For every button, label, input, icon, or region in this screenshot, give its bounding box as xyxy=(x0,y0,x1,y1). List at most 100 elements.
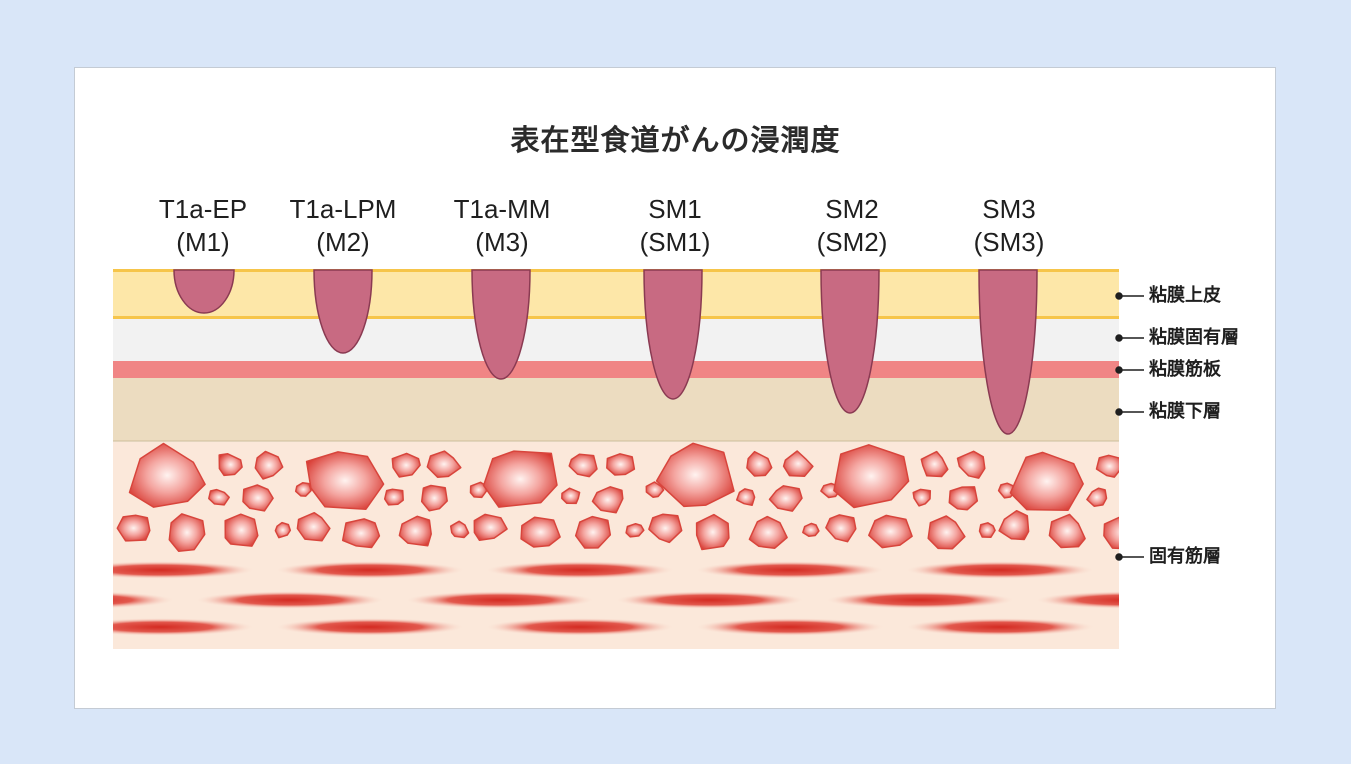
muscle-cell xyxy=(296,511,331,542)
muscle-cell xyxy=(735,488,756,507)
muscle-fiber xyxy=(825,591,1015,609)
muscle-fiber xyxy=(695,561,885,579)
muscle-cell xyxy=(426,450,462,478)
muscle-cell xyxy=(1095,454,1119,478)
muscle-cell xyxy=(208,488,230,506)
muscle-fiber xyxy=(1115,567,1119,573)
muscle-cell xyxy=(920,450,949,478)
muscle-fiber xyxy=(485,561,675,579)
muscle-cell xyxy=(782,450,814,477)
label-muscularis-mucosae: 粘膜筋板 xyxy=(1149,359,1221,380)
muscle-cell xyxy=(655,442,735,508)
muscle-cell xyxy=(305,451,385,510)
muscle-cell xyxy=(1273,455,1301,477)
muscle-cell xyxy=(1331,522,1348,537)
muscle-cell xyxy=(1009,451,1084,512)
muscle-cell xyxy=(1309,454,1340,478)
muscle-cell xyxy=(274,521,292,539)
muscle-cell xyxy=(128,442,206,508)
tumor-group xyxy=(173,269,1038,435)
muscle-cell xyxy=(1135,454,1163,477)
stage-alt: (M2) xyxy=(316,227,370,257)
stage-label-sm3: SM3 (SM3) xyxy=(929,193,1089,259)
epithelium-layer xyxy=(113,270,1119,318)
stage-label-t1a-mm: T1a-MM (M3) xyxy=(422,193,582,259)
stage-alt: (M3) xyxy=(475,227,529,257)
muscle-cell xyxy=(1153,522,1170,538)
muscle-cell xyxy=(833,444,910,509)
muscle-cell xyxy=(978,522,996,539)
muscle-cell xyxy=(1280,518,1315,547)
muscle-cell xyxy=(768,485,803,512)
lamina-propria-layer xyxy=(113,319,1119,361)
muscle-fiber xyxy=(905,561,1095,579)
stage-code: SM2 xyxy=(825,194,879,224)
muscle-cell xyxy=(1048,513,1086,549)
muscularis-mucosae-layer xyxy=(113,361,1119,378)
muscle-cell xyxy=(695,513,730,551)
stage-alt: (SM2) xyxy=(816,227,888,257)
muscle-fiber xyxy=(275,561,465,579)
epithelium-top-border xyxy=(113,269,1119,272)
muscle-fiber xyxy=(113,591,175,609)
muscle-cell xyxy=(802,522,820,538)
muscle-cell xyxy=(645,481,665,498)
muscle-cell xyxy=(383,488,404,506)
muscle-fiber xyxy=(615,591,805,609)
muscle-fiber xyxy=(1035,591,1119,609)
muscle-fiber xyxy=(113,618,255,636)
label-submucosa: 粘膜下層 xyxy=(1149,401,1221,422)
stage-code: SM3 xyxy=(982,194,1036,224)
muscle-cell xyxy=(391,452,421,478)
stage-code: T1a-LPM xyxy=(289,194,397,224)
muscle-cell xyxy=(218,453,243,477)
submucosa-layer xyxy=(113,378,1119,441)
muscle-fiber xyxy=(275,618,465,636)
muscle-cell xyxy=(242,484,274,512)
stage-label-t1a-lpm: T1a-LPM (M2) xyxy=(263,193,423,259)
muscle-cell xyxy=(1175,515,1207,542)
muscle-cell xyxy=(568,453,598,478)
muscle-cell xyxy=(927,515,966,550)
muscle-tissue xyxy=(113,442,1348,636)
muscle-cell xyxy=(1300,487,1327,511)
stage-alt: (SM3) xyxy=(973,227,1045,257)
muscle-cell xyxy=(868,514,913,549)
muscle-fiber xyxy=(695,618,885,636)
muscle-cell xyxy=(520,516,561,548)
muscle-fiber xyxy=(195,591,385,609)
muscle-cell xyxy=(398,515,432,547)
muscle-cell xyxy=(1226,515,1260,548)
label-epithelium: 粘膜上皮 xyxy=(1149,285,1221,306)
muscle-cell xyxy=(956,450,986,479)
muscle-cell xyxy=(748,515,788,549)
muscle-cell xyxy=(561,487,581,505)
muscle-fiber xyxy=(1115,624,1119,630)
muscle-fiber xyxy=(905,618,1095,636)
muscle-cell xyxy=(449,520,470,539)
tumor-2 xyxy=(313,269,373,354)
muscle-cell xyxy=(168,513,206,552)
muscle-cell xyxy=(116,514,151,542)
muscle-cell xyxy=(948,486,979,511)
muscle-cell xyxy=(482,450,558,508)
muscle-cell xyxy=(341,518,381,549)
tumor-6 xyxy=(978,269,1038,435)
stage-label-sm2: SM2 (SM2) xyxy=(772,193,932,259)
muscle-cell xyxy=(606,453,636,476)
tumor-4 xyxy=(643,269,703,400)
label-muscularis-propria: 固有筋層 xyxy=(1149,546,1221,567)
diagram-title: 表在型食道がんの浸潤度 xyxy=(510,123,841,157)
muscle-cell xyxy=(294,482,312,497)
muscle-cell xyxy=(625,522,645,538)
tumor-3 xyxy=(471,269,531,380)
muscle-cell xyxy=(473,513,508,542)
stage-alt: (SM1) xyxy=(639,227,711,257)
muscle-cell xyxy=(1086,487,1108,507)
stage-label-t1a-ep: T1a-EP (M1) xyxy=(123,193,283,259)
muscle-cell xyxy=(746,450,773,477)
muscle-cell xyxy=(1175,481,1190,497)
stage-code: SM1 xyxy=(648,194,702,224)
muscle-cell xyxy=(825,514,857,543)
